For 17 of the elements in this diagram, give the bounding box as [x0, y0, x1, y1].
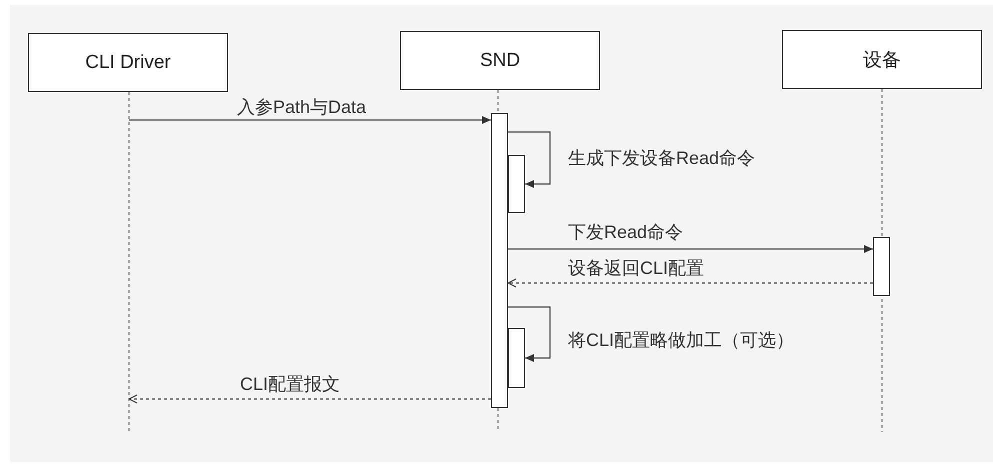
activation-bar: [508, 155, 525, 213]
participant-box: SND: [400, 31, 600, 90]
edge-label: 入参Path与Data: [235, 97, 368, 117]
edge-label: 设备返回CLI配置: [566, 258, 706, 278]
message-arrow: [129, 116, 491, 124]
participant-box: 设备: [782, 30, 982, 89]
message-arrow: [508, 245, 873, 253]
activation-bar: [491, 113, 508, 408]
edge-label: 下发Read命令: [566, 222, 686, 242]
activation-bar: [508, 328, 525, 388]
message-arrow: [508, 131, 551, 188]
message-arrow: [128, 394, 491, 404]
edge-label: 生成下发设备Read命令: [566, 148, 758, 168]
participant-box: CLI Driver: [28, 33, 228, 92]
message-arrow: [508, 306, 551, 362]
message-arrow: [508, 278, 873, 288]
activation-bar: [873, 237, 890, 296]
